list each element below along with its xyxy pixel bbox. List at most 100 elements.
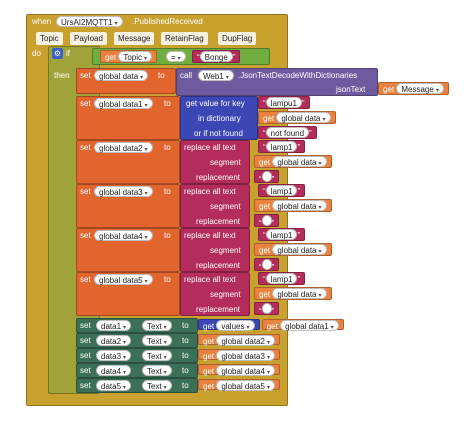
get-label: get bbox=[203, 322, 215, 331]
segment-var-name: global data bbox=[277, 202, 317, 211]
get-topic-block[interactable]: get Topic▾ bbox=[100, 50, 158, 63]
var-dropdown[interactable]: global data1▾ bbox=[280, 320, 339, 331]
get-label: get bbox=[203, 337, 215, 346]
set-component-block[interactable] bbox=[76, 348, 198, 363]
replace-all-text-block[interactable] bbox=[180, 140, 250, 184]
var-dropdown[interactable]: global data5▾ bbox=[216, 380, 275, 391]
not-found-field[interactable]: not found bbox=[265, 127, 310, 138]
param-retainflag[interactable]: RetainFlag bbox=[161, 32, 208, 45]
dropdown-arrow-icon: ▾ bbox=[318, 161, 322, 167]
get-segment-block[interactable]: get global data▾ bbox=[254, 287, 332, 300]
find-text-block[interactable]: “lamp1” bbox=[258, 272, 306, 285]
var-dropdown[interactable]: global data2▾ bbox=[216, 335, 275, 346]
operator-dropdown[interactable]: =▾ bbox=[166, 51, 186, 62]
event-name: .PublishedReceived bbox=[132, 17, 203, 26]
component-dropdown[interactable]: data2▾ bbox=[96, 335, 132, 346]
set-component-block[interactable] bbox=[76, 318, 198, 333]
find-field[interactable]: lamp1 bbox=[265, 273, 298, 284]
dictionary-lookup-block[interactable] bbox=[180, 96, 258, 140]
segment-label: segment bbox=[210, 290, 241, 299]
property-dropdown[interactable]: Text▾ bbox=[142, 335, 172, 346]
event-component-dropdown[interactable]: UrsAI2MQTT1▾ bbox=[56, 16, 123, 27]
get-label: get bbox=[263, 114, 275, 123]
find-text-block[interactable]: “lamp1” bbox=[258, 228, 306, 241]
var-dropdown[interactable]: global data4▾ bbox=[216, 365, 275, 376]
get-values-block[interactable]: get values▾ bbox=[198, 319, 260, 331]
replace-all-text-block[interactable] bbox=[180, 228, 250, 272]
get-label: get bbox=[105, 53, 117, 62]
set-component-block[interactable] bbox=[76, 363, 198, 378]
key-text-block[interactable]: “lampu1” bbox=[258, 96, 310, 109]
not-found-text-block[interactable]: “not found” bbox=[258, 126, 317, 139]
bonge-field[interactable]: Bonge bbox=[199, 51, 233, 62]
replacement-field[interactable] bbox=[261, 171, 272, 182]
segment-var-dropdown[interactable]: global data▾ bbox=[272, 200, 327, 211]
property-dropdown[interactable]: Text▾ bbox=[142, 350, 172, 361]
web-component-dropdown[interactable]: Web1▾ bbox=[198, 70, 234, 81]
param-topic[interactable]: Topic bbox=[36, 32, 63, 45]
replacement-field[interactable] bbox=[261, 259, 272, 270]
do-label: do bbox=[32, 49, 41, 58]
segment-var-dropdown[interactable]: global data▾ bbox=[272, 288, 327, 299]
when-label: when bbox=[32, 17, 52, 26]
values-dropdown[interactable]: values▾ bbox=[216, 320, 255, 331]
replacement-text-block[interactable]: “” bbox=[254, 302, 280, 316]
get-segment-block[interactable]: get global data▾ bbox=[254, 155, 332, 168]
get-var-block[interactable]: get global data4▾ bbox=[198, 364, 280, 376]
dropdown-arrow-icon: ▾ bbox=[123, 340, 127, 346]
param-payload[interactable]: Payload bbox=[70, 32, 107, 45]
get-dictionary-block[interactable]: get global data▾ bbox=[258, 111, 336, 124]
value-socket: get global data2▾ bbox=[198, 334, 280, 346]
set-var-dropdown[interactable]: global data▾ bbox=[94, 70, 149, 81]
property-dropdown[interactable]: Text▾ bbox=[142, 380, 172, 391]
segment-var-dropdown[interactable]: global data▾ bbox=[272, 156, 327, 167]
get-segment-block[interactable]: get global data▾ bbox=[254, 243, 332, 256]
param-dupflag[interactable]: DupFlag bbox=[218, 32, 257, 45]
component-dropdown[interactable]: data4▾ bbox=[96, 365, 132, 376]
replacement-field[interactable] bbox=[261, 303, 272, 314]
property-dropdown[interactable]: Text▾ bbox=[142, 365, 172, 376]
replace-all-text-label: replace all text bbox=[184, 143, 236, 152]
set-var-dropdown[interactable]: global data2▾ bbox=[94, 142, 153, 153]
find-field[interactable]: lamp1 bbox=[265, 141, 298, 152]
get-var-block[interactable]: get global data5▾ bbox=[198, 379, 280, 391]
var-dropdown[interactable]: global data3▾ bbox=[216, 350, 275, 361]
get-var-block[interactable]: get global data3▾ bbox=[198, 349, 280, 361]
find-text-block[interactable]: “lamp1” bbox=[258, 184, 306, 197]
replace-all-text-block[interactable] bbox=[180, 184, 250, 228]
get-var-block[interactable]: get global data2▾ bbox=[198, 334, 280, 346]
component-dropdown[interactable]: data3▾ bbox=[96, 350, 132, 361]
set-var-dropdown[interactable]: global data1▾ bbox=[94, 98, 153, 109]
property-dropdown[interactable]: Text▾ bbox=[142, 320, 172, 331]
replacement-field[interactable] bbox=[261, 215, 272, 226]
component-dropdown[interactable]: data1▾ bbox=[96, 320, 132, 331]
bonge-text-block[interactable]: “Bonge” bbox=[192, 50, 241, 63]
property-name: Text bbox=[147, 337, 162, 346]
set-var-dropdown[interactable]: global data4▾ bbox=[94, 230, 153, 241]
message-dropdown[interactable]: Message▾ bbox=[396, 83, 444, 94]
topic-dropdown[interactable]: Topic▾ bbox=[118, 51, 153, 62]
replace-all-text-block[interactable] bbox=[180, 272, 250, 316]
find-field[interactable]: lamp1 bbox=[265, 185, 298, 196]
property-name: Text bbox=[147, 367, 162, 376]
get-message-block[interactable]: get Message▾ bbox=[378, 82, 449, 95]
get-segment-block[interactable]: get global data▾ bbox=[254, 199, 332, 212]
set-component-block[interactable] bbox=[76, 333, 198, 348]
set-component-block[interactable] bbox=[76, 378, 198, 393]
replacement-text-block[interactable]: “” bbox=[254, 214, 280, 228]
dropdown-arrow-icon: ▾ bbox=[123, 370, 127, 376]
dictionary-var-dropdown[interactable]: global data▾ bbox=[276, 112, 331, 123]
key-field[interactable]: lampu1 bbox=[265, 97, 302, 108]
get-label: get bbox=[203, 382, 215, 391]
gear-icon[interactable]: ⚙ bbox=[52, 48, 63, 59]
replacement-text-block[interactable]: “” bbox=[254, 170, 280, 184]
set-var-dropdown[interactable]: global data5▾ bbox=[94, 274, 153, 285]
component-dropdown[interactable]: data5▾ bbox=[96, 380, 132, 391]
find-text-block[interactable]: “lamp1” bbox=[258, 140, 306, 153]
param-message[interactable]: Message bbox=[114, 32, 155, 45]
find-field[interactable]: lamp1 bbox=[265, 229, 298, 240]
replacement-text-block[interactable]: “” bbox=[254, 258, 280, 272]
get-var-block[interactable]: get global data1▾ bbox=[261, 319, 344, 331]
set-var-dropdown[interactable]: global data3▾ bbox=[94, 186, 153, 197]
segment-var-dropdown[interactable]: global data▾ bbox=[272, 244, 327, 255]
